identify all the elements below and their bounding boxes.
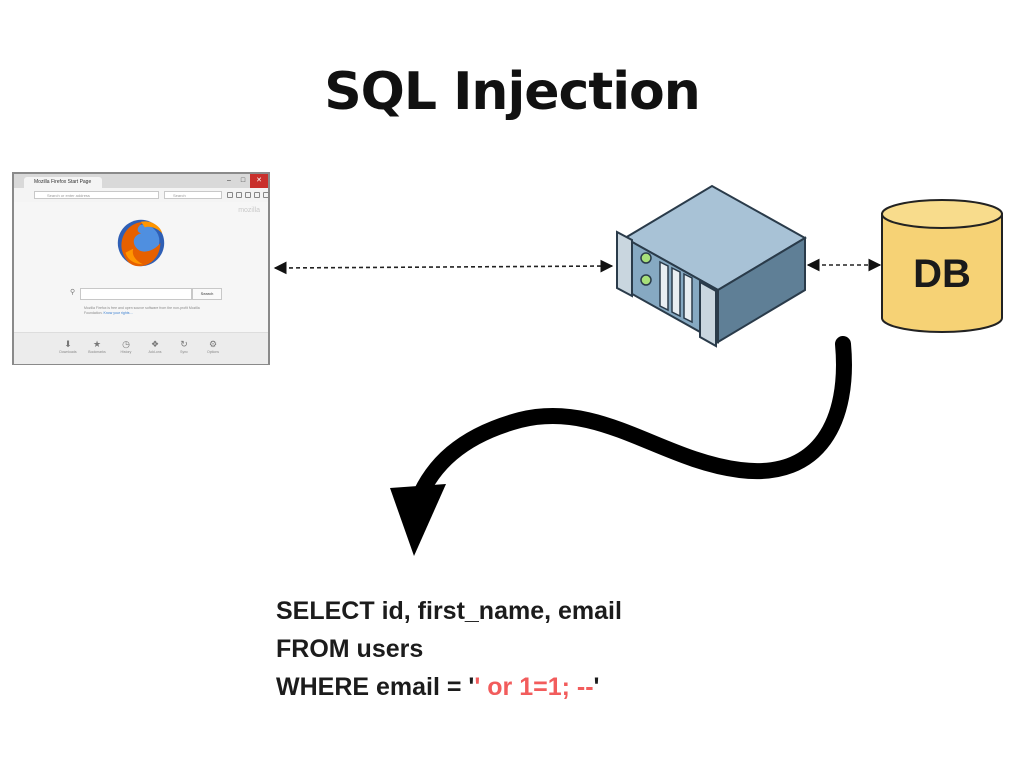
start-page-search: ⚲ Search [70, 288, 222, 300]
puzzle-icon: ❖ [150, 339, 160, 349]
star-icon: ★ [92, 339, 102, 349]
browser-navbar: Search or enter address Search [14, 188, 269, 203]
info-link: Know your rights… [103, 311, 134, 315]
browser-search-field: Search [164, 191, 222, 199]
launcher-item-label: Sync [180, 350, 188, 354]
search-icon: ⚲ [70, 289, 76, 296]
sync-icon: ↻ [180, 339, 188, 349]
launcher-item-label: Bookmarks [88, 350, 106, 354]
url-bar: Search or enter address [34, 191, 159, 199]
server-icon [616, 184, 807, 348]
browser-window: Mozilla Firefox Start Page – □ ✕ Search … [12, 172, 270, 365]
gear-icon: ⚙ [208, 339, 218, 349]
start-page-launcher: ⬇Downloads ★Bookmarks ◷History ❖Add-ons ↻Syn… [14, 332, 268, 364]
info-text: Mozilla Firefox is free and open source … [84, 306, 200, 315]
browser-tab: Mozilla Firefox Start Page [24, 177, 102, 188]
sql-where-prefix: WHERE email = ' [276, 673, 475, 701]
database-icon: DB [881, 199, 1003, 333]
mozilla-watermark: mozilla [238, 207, 260, 214]
window-controls: – □ ✕ [222, 174, 268, 188]
browser-content: mozilla ⚲ Search Mozilla Firefox is free… [14, 202, 268, 332]
launcher-item-label: Options [206, 350, 220, 354]
toolbar-icon [236, 192, 242, 198]
toolbar-icon [254, 192, 260, 198]
launcher-item: ⚙Options [203, 339, 223, 355]
browser-toolbar-icons [227, 192, 269, 198]
launcher-item-label: Add-ons [148, 350, 162, 354]
maximize-icon: □ [240, 177, 246, 184]
clock-icon: ◷ [122, 339, 130, 349]
launcher-item: ❖Add-ons [145, 339, 165, 355]
injection-flow-arrow [410, 336, 852, 508]
launcher-item-label: History [120, 350, 132, 354]
sql-line-where: WHERE email = '' or 1=1; --' [276, 668, 622, 706]
launcher-item: ↻Sync [174, 339, 194, 355]
sql-line-select: SELECT id, first_name, email [276, 597, 622, 625]
close-icon: ✕ [250, 174, 268, 188]
start-search-button: Search [192, 288, 222, 300]
start-search-input [80, 288, 192, 300]
toolbar-icon [245, 192, 251, 198]
sql-line-from: FROM users [276, 635, 424, 663]
database-label: DB [913, 252, 971, 296]
launcher-items: ⬇Downloads ★Bookmarks ◷History ❖Add-ons ↻Syn… [58, 339, 223, 355]
launcher-item-label: Downloads [59, 350, 77, 354]
toolbar-icon [263, 192, 269, 198]
sql-injected-payload: ' or 1=1; -- [474, 673, 594, 701]
firefox-logo-icon [117, 219, 165, 267]
start-page-info: Mozilla Firefox is free and open source … [84, 306, 204, 316]
browser-server-connector [273, 259, 614, 275]
toolbar-icon [227, 192, 233, 198]
browser-titlebar: Mozilla Firefox Start Page – □ ✕ [14, 174, 268, 188]
slide-title: SQL Injection [324, 62, 701, 122]
launcher-item: ◷History [116, 339, 136, 355]
launcher-item: ⬇Downloads [58, 339, 78, 355]
minimize-icon: – [227, 177, 231, 184]
sql-where-suffix: ' [593, 673, 600, 701]
launcher-item: ★Bookmarks [87, 339, 107, 355]
arrow-head-icon [390, 484, 446, 556]
download-icon: ⬇ [64, 339, 72, 349]
